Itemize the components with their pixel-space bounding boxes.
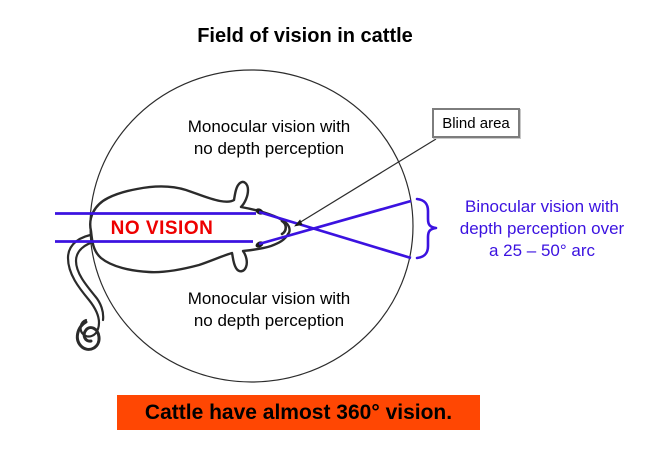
page-title: Field of vision in cattle	[197, 25, 413, 47]
no-vision-label: NO VISION	[110, 218, 214, 239]
binocular-vision-label: Binocular vision with depth perception o…	[448, 196, 636, 262]
binocular-line-2: depth perception over	[459, 219, 625, 238]
sight-line-from-left-eye	[258, 210, 412, 260]
cow-tail-tuft	[75, 320, 101, 351]
cow-tail-inner	[74, 239, 105, 322]
cow-nose	[280, 219, 288, 236]
vision-circle	[89, 69, 414, 383]
caption-banner: Cattle have almost 360° vision.	[117, 395, 480, 430]
monocular-top-line-2: no depth perception	[193, 139, 345, 158]
blind-area-label: Blind area	[442, 114, 510, 132]
cow-tail-outer	[66, 232, 101, 338]
cow-sketch	[66, 180, 291, 351]
blind-area-pointer-arrowhead	[294, 219, 303, 227]
cow-body	[89, 180, 291, 274]
binocular-line-3: a 25 – 50° arc	[488, 241, 596, 260]
binocular-line-1: Binocular vision with	[464, 197, 619, 216]
binocular-brace	[415, 197, 438, 260]
caption-banner-text: Cattle have almost 360° vision.	[144, 400, 453, 424]
monocular-vision-label-bottom: Monocular vision with no depth perceptio…	[119, 288, 419, 332]
monocular-bottom-line-1: Monocular vision with	[187, 289, 351, 308]
monocular-top-line-1: Monocular vision with	[187, 117, 351, 136]
monocular-vision-label-top: Monocular vision with no depth perceptio…	[119, 116, 419, 160]
sight-line-from-right-eye	[258, 199, 412, 246]
blind-area-pointer-line	[298, 138, 437, 224]
blind-area-callout-box: Blind area	[432, 108, 520, 138]
monocular-bottom-line-2: no depth perception	[193, 311, 345, 330]
